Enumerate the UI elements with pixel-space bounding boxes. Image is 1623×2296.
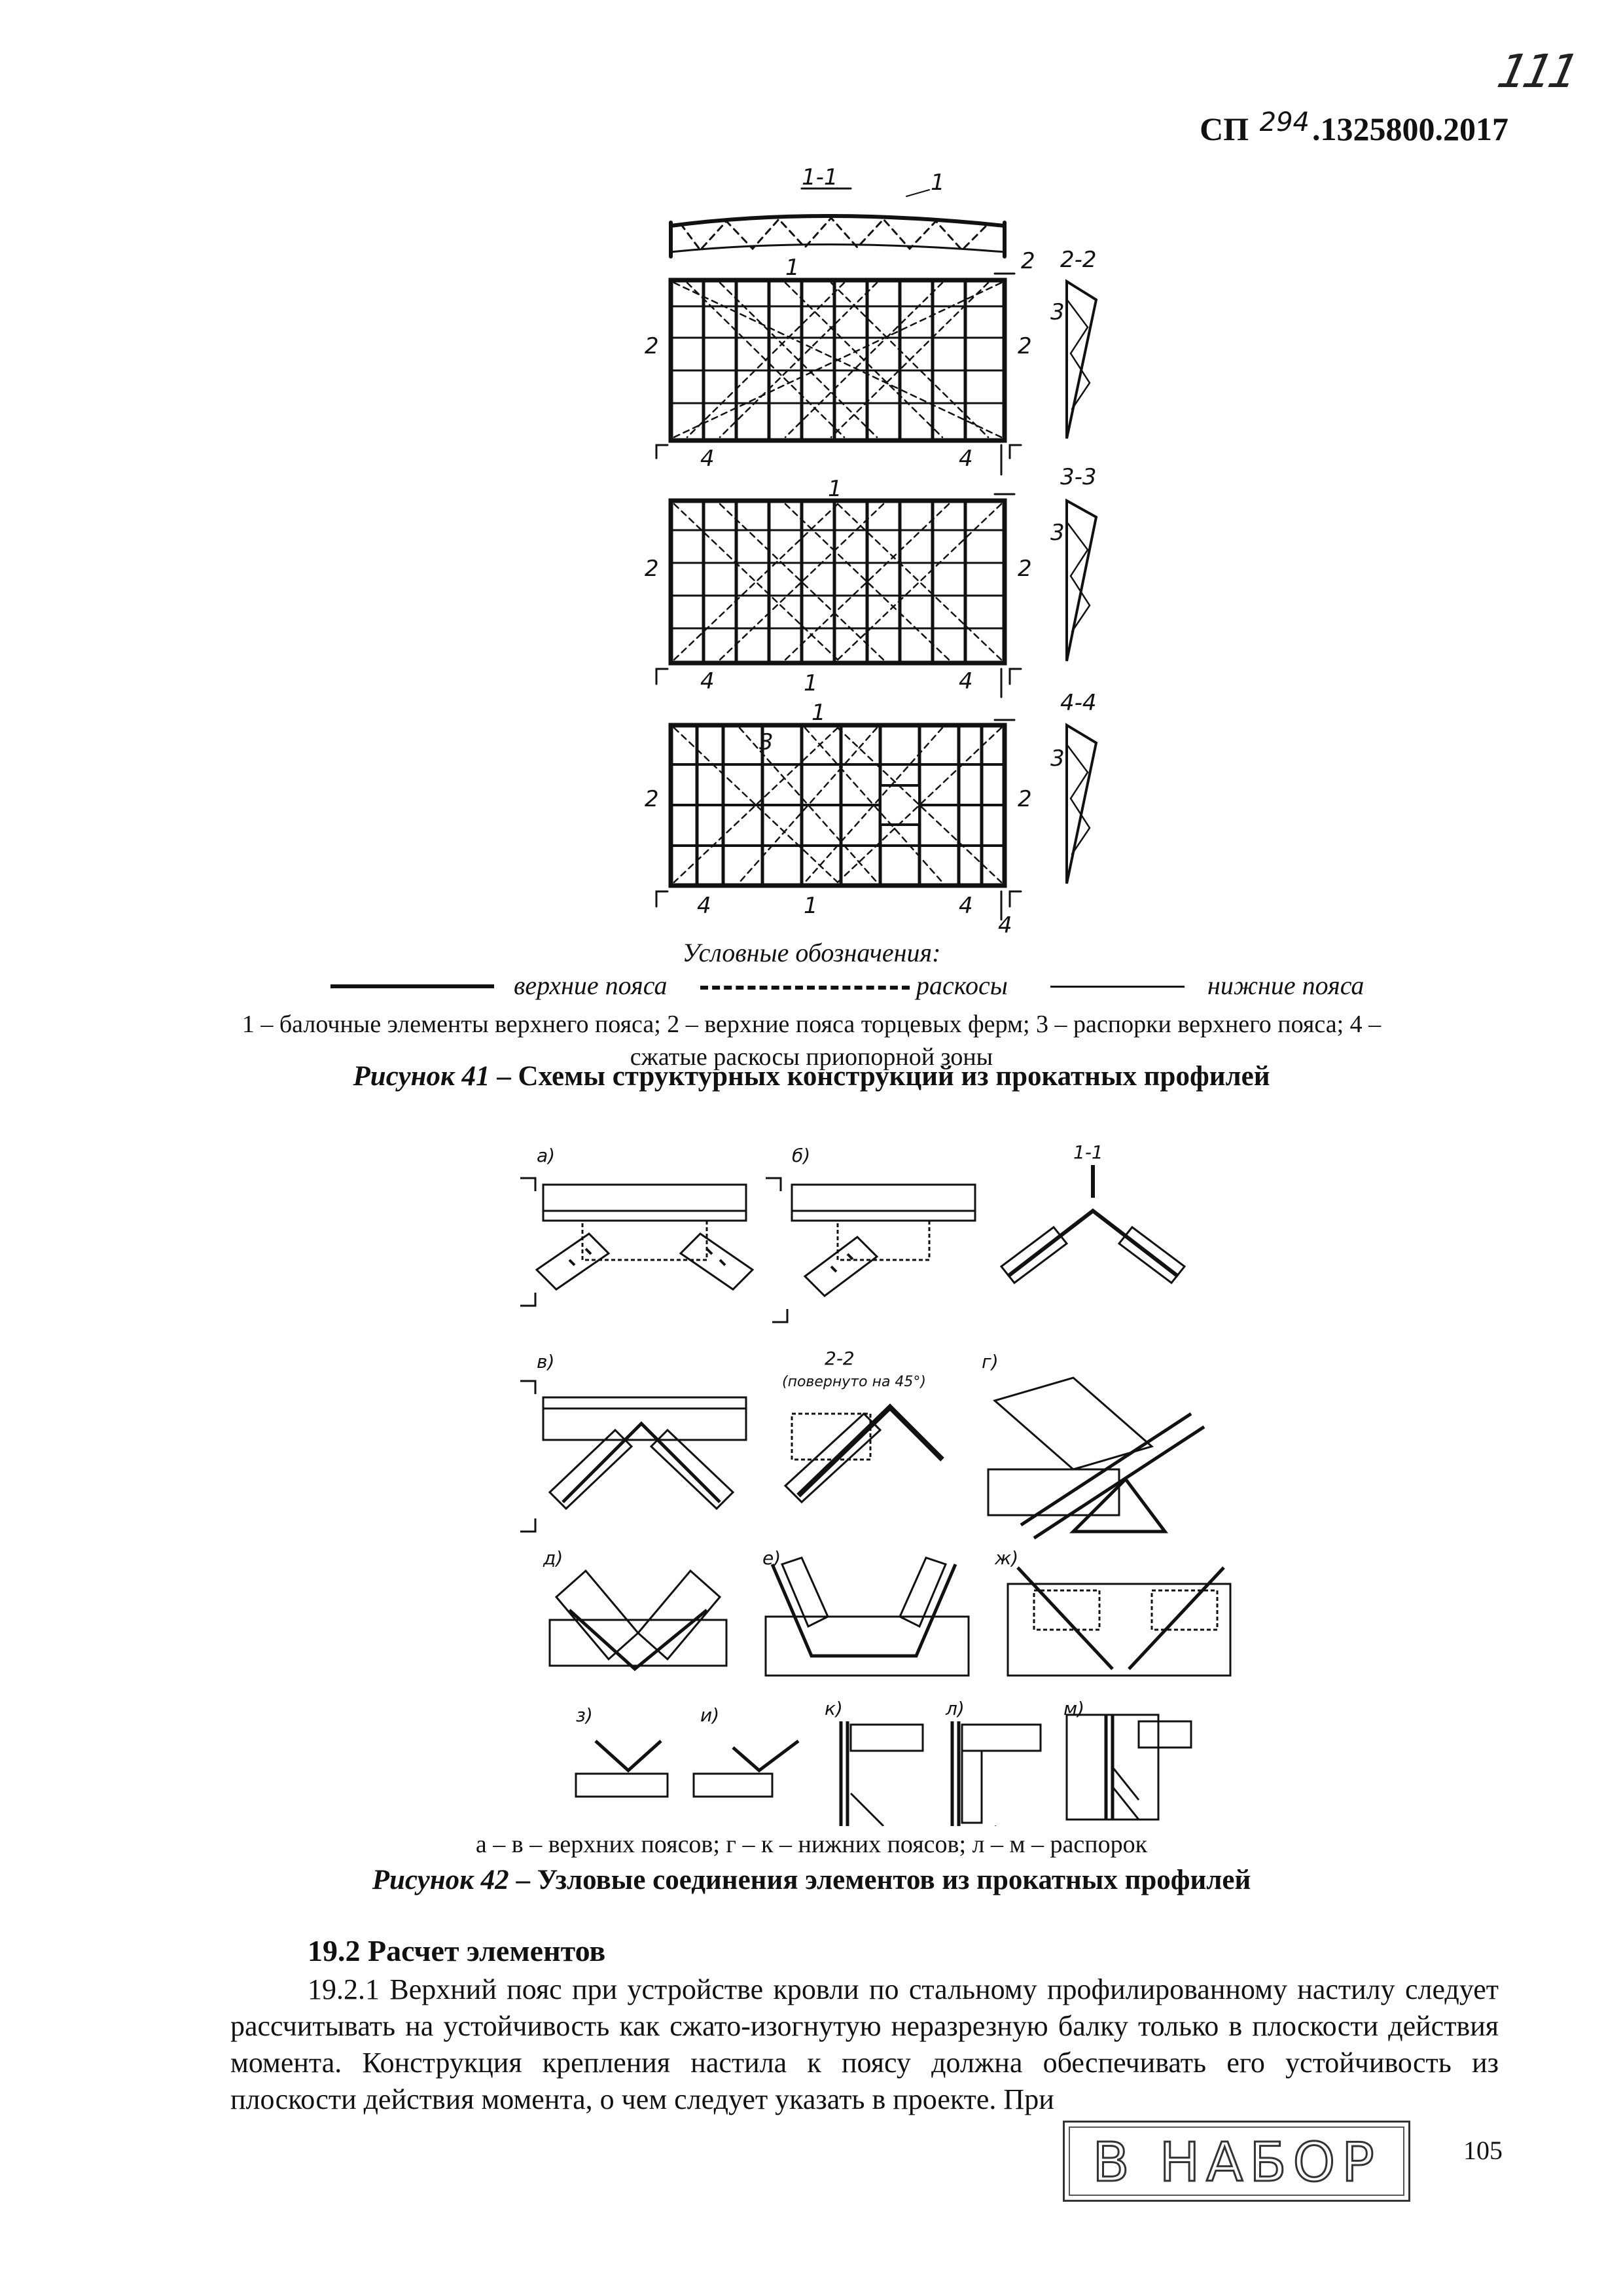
section-title: 19.2 Расчет элементов <box>308 1934 606 1967</box>
legend-title: Условные обозначения: <box>682 938 941 967</box>
panel-label-e: е) <box>762 1547 781 1569</box>
section-label-1-1: 1-1 <box>802 164 838 190</box>
callout-3: 3 <box>759 729 774 755</box>
panel-label-d: д) <box>543 1547 563 1569</box>
truss-elevation-1-1 <box>669 187 1007 259</box>
node-k <box>839 1721 924 1826</box>
caption-text: – Узловые соединения элементов из прокат… <box>508 1865 1251 1895</box>
panel-label-rotated: (повернуто на 45°) <box>782 1374 926 1390</box>
figure-42-diagram: а) б) 1-1 в) 2-2 (повернуто на 45°) г) д… <box>520 1141 1232 1826</box>
legend-line-lower-chords <box>1050 986 1185 988</box>
callout-2: 2 <box>645 333 659 359</box>
figure-42-note: а – в – верхних поясов; г – к – нижних п… <box>475 1831 1148 1858</box>
callout-1: 1 <box>828 476 842 502</box>
section-label-4-4: 4-4 <box>1060 690 1097 716</box>
callout-4: 4 <box>697 893 711 919</box>
caption-prefix: Рисунок 41 <box>353 1061 490 1092</box>
callout-3: 3 <box>1050 520 1065 546</box>
panel-label-a: а) <box>537 1145 555 1166</box>
node-g <box>987 1376 1205 1540</box>
figure-41-diagram: 1-1 2-2 3-3 4-4 1 1 1 1 1 1 2 2 2 2 2 2 … <box>645 164 1098 936</box>
paragraph-rest: следует рассчитывать на устойчивость как… <box>230 1973 1499 2115</box>
callout-2: 2 <box>1021 248 1035 274</box>
note-line-1: 1 – балочные элементы верхнего пояса; 2 … <box>241 1011 1382 1038</box>
callout-4: 4 <box>700 446 715 472</box>
panel-label-m: м) <box>1063 1698 1084 1719</box>
callout-1: 1 <box>804 893 818 919</box>
node-zh <box>1007 1566 1232 1677</box>
stamp: В НАБОР <box>1063 2121 1410 2202</box>
node-i <box>692 1740 800 1798</box>
section-triangles <box>1065 279 1098 884</box>
structure-plan-3 <box>668 723 1007 888</box>
callout-1: 1 <box>931 170 945 196</box>
panel-label-2-2: 2-2 <box>825 1348 855 1369</box>
page-number: 105 <box>1463 2136 1503 2165</box>
figure-41-caption: Рисунок 41 – Схемы структурных конструкц… <box>0 1060 1623 1092</box>
structure-plan-2 <box>668 498 1007 666</box>
node-z <box>575 1740 669 1798</box>
figure-41-note: 1 – балочные элементы верхнего пояса; 2 … <box>229 1008 1394 1073</box>
panel-label-g: г) <box>982 1351 999 1372</box>
panel-label-z: з) <box>576 1704 593 1726</box>
panel-label-1-1: 1-1 <box>1073 1141 1103 1163</box>
callout-1: 1 <box>804 670 818 696</box>
callout-2: 2 <box>645 556 659 582</box>
node-a <box>535 1183 755 1291</box>
callout-1: 1 <box>785 255 800 281</box>
panel-label-zh: ж) <box>994 1547 1018 1569</box>
callout-4: 4 <box>959 893 973 919</box>
callout-2: 2 <box>1018 556 1032 582</box>
legend-label-braces: раскосы <box>916 971 1008 1000</box>
node-d <box>548 1569 728 1672</box>
node-e <box>764 1556 970 1677</box>
node-section-2-2 <box>783 1403 944 1504</box>
panel-label-l: л) <box>945 1698 965 1719</box>
panel-label-b: б) <box>792 1145 810 1166</box>
doc-suffix: .1325800.2017 <box>1312 111 1508 147</box>
callout-4: 4 <box>959 446 973 472</box>
panel-label-v: в) <box>537 1351 554 1372</box>
section-label-2-2: 2-2 <box>1060 247 1097 273</box>
node-m <box>1065 1713 1192 1821</box>
callout-4: 4 <box>998 912 1012 936</box>
node-l <box>950 1721 1042 1826</box>
callout-4: 4 <box>959 668 973 694</box>
legend-line-braces <box>700 986 910 990</box>
node-section-1-1 <box>999 1165 1186 1285</box>
document-code-header: СП 294.1325800.2017 <box>1200 107 1508 148</box>
caption-text: – Схемы структурных конструкций из прока… <box>490 1061 1270 1092</box>
callout-4: 4 <box>700 668 715 694</box>
callout-2: 2 <box>1018 786 1032 812</box>
legend: верхние пояса раскосы нижние пояса <box>0 970 1623 1003</box>
panel-label-k: к) <box>825 1698 843 1719</box>
structure-plan-1 <box>668 278 1007 443</box>
section-label-3-3: 3-3 <box>1060 464 1097 490</box>
node-v <box>542 1396 747 1511</box>
legend-label-upper-chords: верхние пояса <box>514 971 668 1000</box>
doc-handwritten-number: 294 <box>1259 107 1310 137</box>
callout-2: 2 <box>1018 333 1032 359</box>
callout-3: 3 <box>1050 299 1065 325</box>
panel-label-i: и) <box>700 1704 719 1726</box>
node-b <box>791 1183 976 1297</box>
callout-2: 2 <box>645 786 659 812</box>
caption-prefix: Рисунок 42 <box>372 1865 509 1895</box>
figure-42-caption: Рисунок 42 – Узловые соединения элементо… <box>0 1864 1623 1896</box>
doc-prefix: СП <box>1200 111 1249 147</box>
paragraph-line-1: 19.2.1 Верхний пояс при устройстве кровл… <box>308 1973 1395 2005</box>
section-paragraph: 19.2.1 Верхний пояс при устройстве кровл… <box>230 1971 1499 2118</box>
legend-line-upper-chords <box>330 984 494 988</box>
note-line-2: сжатые раскосы приопорной зоны <box>630 1043 993 1071</box>
callout-3: 3 <box>1050 745 1065 772</box>
stamp-text: В НАБОР <box>1092 2131 1381 2195</box>
callout-1: 1 <box>812 700 826 726</box>
legend-label-lower-chords: нижние пояса <box>1207 971 1364 1000</box>
